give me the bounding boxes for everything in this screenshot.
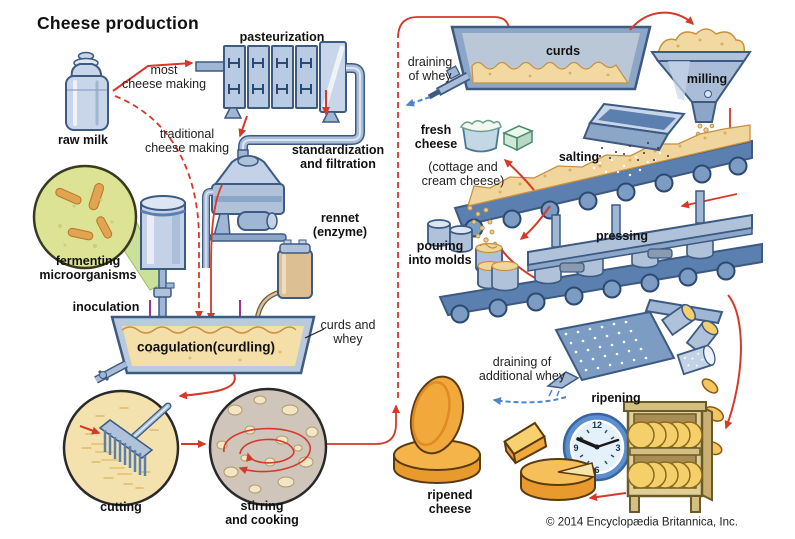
arrow-most-cheese-making: [112, 59, 194, 92]
arrow-vat-to-cutting: [178, 373, 236, 400]
centrifuge-separator: [202, 149, 287, 322]
salting-conveyor: [453, 124, 753, 238]
arrow-curds-to-milling: [629, 11, 695, 31]
pasteurizer: [195, 41, 365, 154]
salt-hopper: [582, 102, 686, 161]
whey-mesh-chute: [492, 310, 676, 406]
stirring-circle: [208, 387, 328, 507]
arrow-traditional-cheese-making: [114, 95, 203, 320]
ripening-cheese-wheels: [627, 421, 703, 489]
curds-vat: [450, 25, 652, 91]
coagulation-vat: [94, 315, 325, 384]
ripening-shelf: [623, 401, 713, 513]
raw-milk-can: [65, 51, 109, 131]
salt-on-curds: [592, 151, 662, 177]
arrow-conveyor-to-molds: [519, 205, 551, 240]
pressing-station: [438, 190, 763, 324]
ripened-cheese-group: [393, 375, 596, 501]
arrow-to-fresh-cheese: [503, 159, 535, 191]
arrow-shelf-to-ripened: [588, 492, 627, 501]
inoculation-tank: [140, 195, 186, 329]
rennet-container: [236, 239, 313, 328]
whey-drain-spigot: [405, 65, 471, 107]
cutting-circle: [62, 389, 180, 507]
salt-grains: [599, 142, 669, 161]
fresh-cheese-products: [459, 119, 534, 153]
